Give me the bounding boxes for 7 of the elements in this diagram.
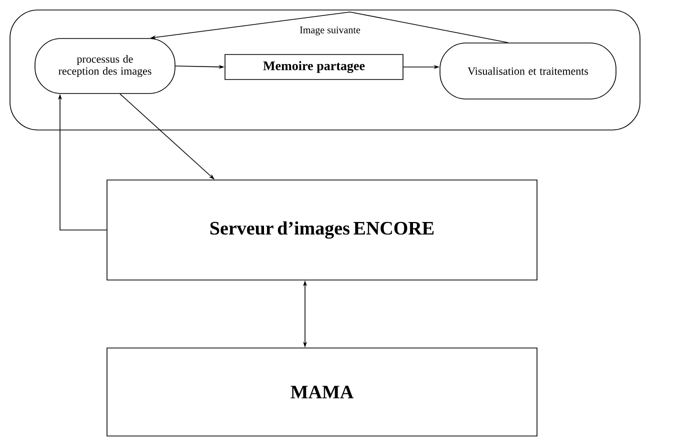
server-box: Serveur d’images ENCORE [106,180,538,280]
process-box: Visualisation et traitements [440,42,616,100]
edge-label: Image suivante [298,26,362,36]
process-box: processus de reception des images [34,38,176,94]
rounded-frame [10,10,640,130]
memory-box: Memoire partagee [224,54,404,80]
system-box: MAMA [106,348,538,436]
